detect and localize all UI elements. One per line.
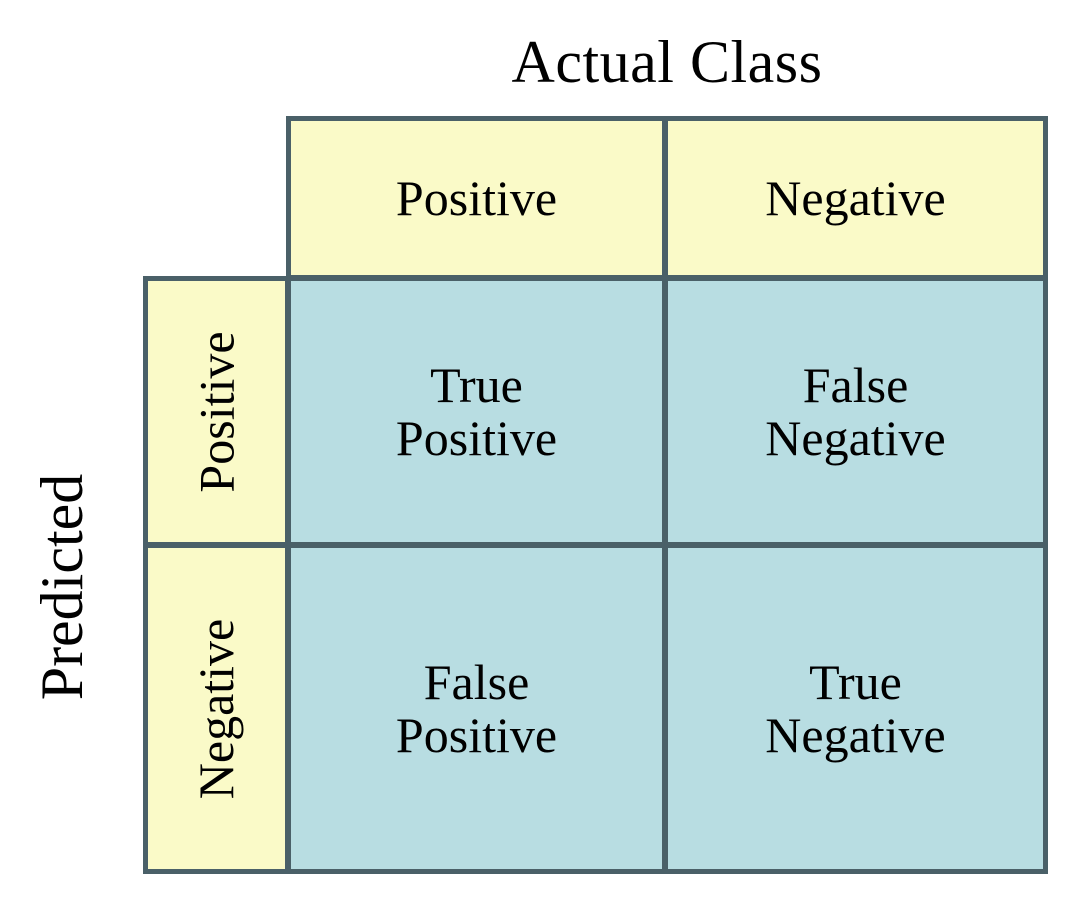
cell-true-positive-label: True Positive bbox=[395, 356, 558, 466]
row-header-positive-label: Positive bbox=[188, 330, 245, 493]
row-header-negative: Negative bbox=[143, 543, 290, 874]
column-header-negative-label: Negative bbox=[765, 169, 946, 226]
cell-false-negative: False Negative bbox=[663, 276, 1048, 547]
predicted-axis-title: Predicted bbox=[29, 473, 95, 701]
cell-true-negative: True Negative bbox=[663, 543, 1048, 874]
matrix-corner-spacer bbox=[145, 118, 288, 278]
cell-false-negative-label: False Negative bbox=[765, 356, 946, 466]
row-header-negative-label: Negative bbox=[188, 618, 245, 799]
cell-false-positive: False Positive bbox=[286, 543, 667, 874]
column-header-positive-label: Positive bbox=[395, 169, 558, 226]
cell-true-positive: True Positive bbox=[286, 276, 667, 547]
column-header-positive: Positive bbox=[286, 116, 667, 280]
column-header-negative: Negative bbox=[663, 116, 1048, 280]
cell-true-negative-label: True Negative bbox=[765, 653, 946, 763]
confusion-matrix-grid: Positive Negative Positive True Positive… bbox=[143, 116, 1048, 874]
cell-false-positive-label: False Positive bbox=[395, 653, 558, 763]
row-header-positive: Positive bbox=[143, 276, 290, 547]
actual-class-axis-title: Actual Class bbox=[511, 29, 823, 95]
